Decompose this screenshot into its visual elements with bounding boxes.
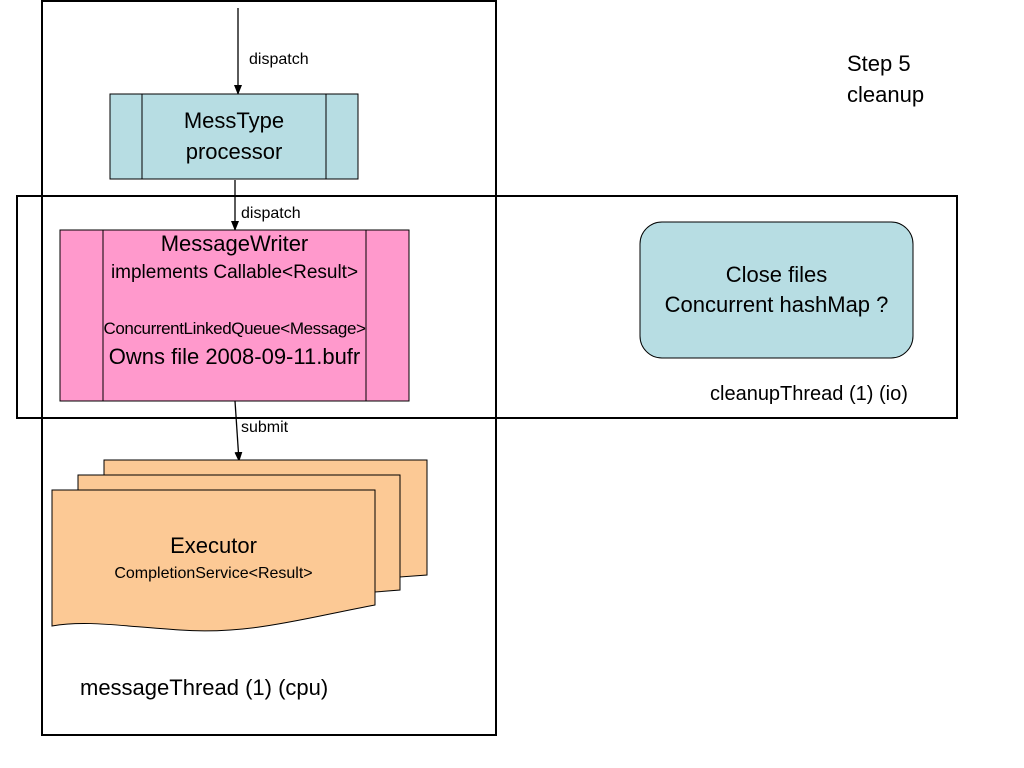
writer-title: MessageWriter [160, 231, 309, 256]
executor-stack [51, 459, 428, 632]
message-thread-frame [41, 0, 497, 736]
submit-label: submit [241, 419, 289, 436]
cleanup-thread-frame [16, 195, 958, 419]
close-files-subtitle: Concurrent hashMap ? [664, 292, 889, 317]
messtype-subtitle: processor [185, 139, 283, 164]
dispatch-mid-label: dispatch [241, 205, 301, 222]
executor-service: CompletionService<Result> [114, 565, 313, 582]
writer-implements: implements Callable<Result> [110, 262, 359, 283]
dispatch-top-label: dispatch [249, 51, 309, 68]
close-files-box [639, 221, 914, 359]
step-number-label: Step 5 [847, 51, 911, 76]
writer-queue: ConcurrentLinkedQueue<Message> [103, 319, 366, 338]
close-files-title: Close files [725, 262, 828, 287]
messtype-title: MessType [183, 108, 285, 133]
cleanup-thread-label: cleanupThread (1) (io) [710, 383, 908, 405]
step-name-label: cleanup [847, 82, 925, 107]
message-writer-box [59, 229, 410, 402]
message-thread-label: messageThread (1) (cpu) [80, 675, 329, 700]
submit-arrow [234, 400, 243, 462]
executor-title: Executor [170, 533, 257, 558]
writer-file: Owns file 2008-09-11.bufr [108, 344, 361, 369]
messtype-processor-box [109, 93, 359, 180]
